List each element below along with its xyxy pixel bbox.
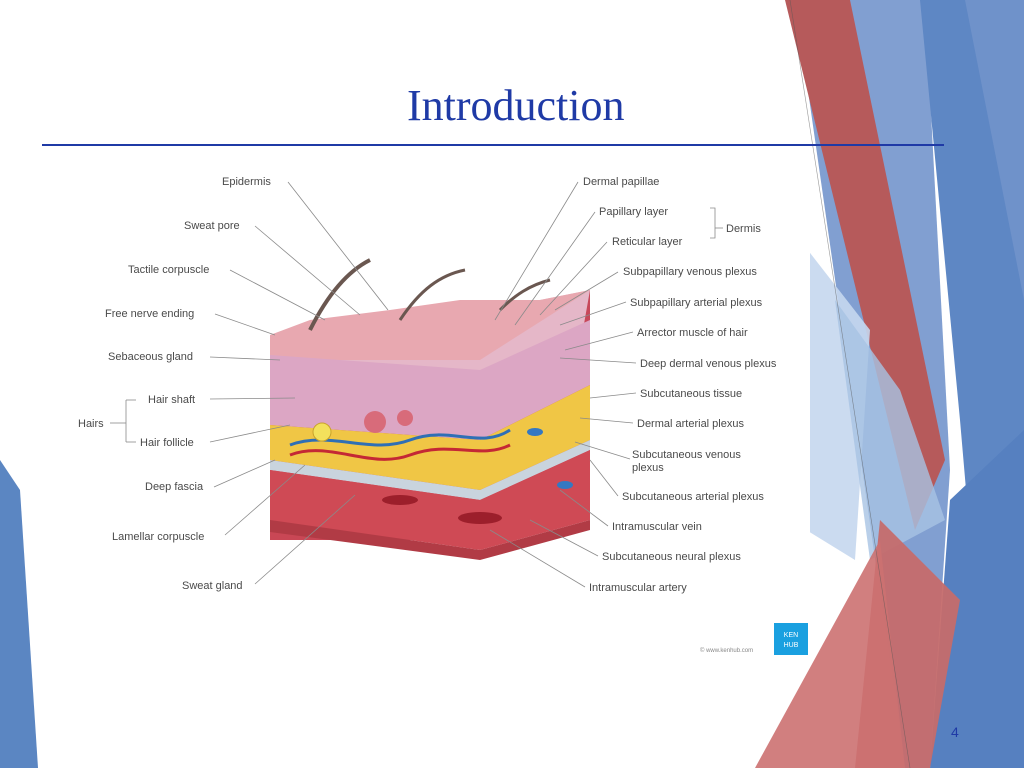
label-sweat-gland: Sweat gland [182,580,243,592]
label-hairs: Hairs [78,418,104,430]
kenhub-logo-text-top: KEN [784,632,798,639]
label-intramuscular-artery: Intramuscular artery [589,582,687,594]
label-subpapillary-venous-plexus: Subpapillary venous plexus [623,266,757,278]
label-subcutaneous-venous: Subcutaneous venous [632,449,741,461]
kenhub-credit: © www.kenhub.com [700,647,753,654]
page-number: 4 [951,724,959,740]
label-papillary-layer: Papillary layer [599,206,668,218]
kenhub-logo-text-bottom: HUB [784,642,799,649]
label-deep-dermal-venous-plexus: Deep dermal venous plexus [640,358,777,370]
label-free-nerve-ending: Free nerve ending [105,308,194,320]
slide-title: Introduction [407,81,625,130]
label-arrector-muscle-of-hair: Arrector muscle of hair [637,327,748,339]
title-divider [42,144,944,146]
label-sebaceous-gland: Sebaceous gland [108,351,193,363]
label-epidermis: Epidermis [222,176,271,188]
label-dermal-arterial-plexus: Dermal arterial plexus [637,418,744,430]
label-subcutaneous-arterial-plexus: Subcutaneous arterial plexus [622,491,764,503]
label-hair-follicle: Hair follicle [140,437,194,449]
label-subcutaneous-neural-plexus: Subcutaneous neural plexus [602,551,741,563]
label-lamellar-corpuscle: Lamellar corpuscle [112,531,204,543]
label-subpapillary-arterial-plexus: Subpapillary arterial plexus [630,297,763,309]
skin-block-illustration [270,258,590,560]
label-dermal-papillae: Dermal papillae [583,176,659,188]
label-tactile-corpuscle: Tactile corpuscle [128,264,209,276]
label-hair-shaft: Hair shaft [148,394,195,406]
label-subcutaneous-venous-plexus: plexus [632,462,664,474]
label-intramuscular-vein: Intramuscular vein [612,521,702,533]
kenhub-logo [774,623,808,655]
label-reticular-layer: Reticular layer [612,236,683,248]
label-deep-fascia: Deep fascia [145,481,204,493]
label-sweat-pore: Sweat pore [184,220,240,232]
skin-anatomy-diagram: Epidermis Sweat pore Tactile corpuscle F… [70,160,810,660]
label-subcutaneous-tissue: Subcutaneous tissue [640,388,742,400]
label-dermis: Dermis [726,223,761,235]
